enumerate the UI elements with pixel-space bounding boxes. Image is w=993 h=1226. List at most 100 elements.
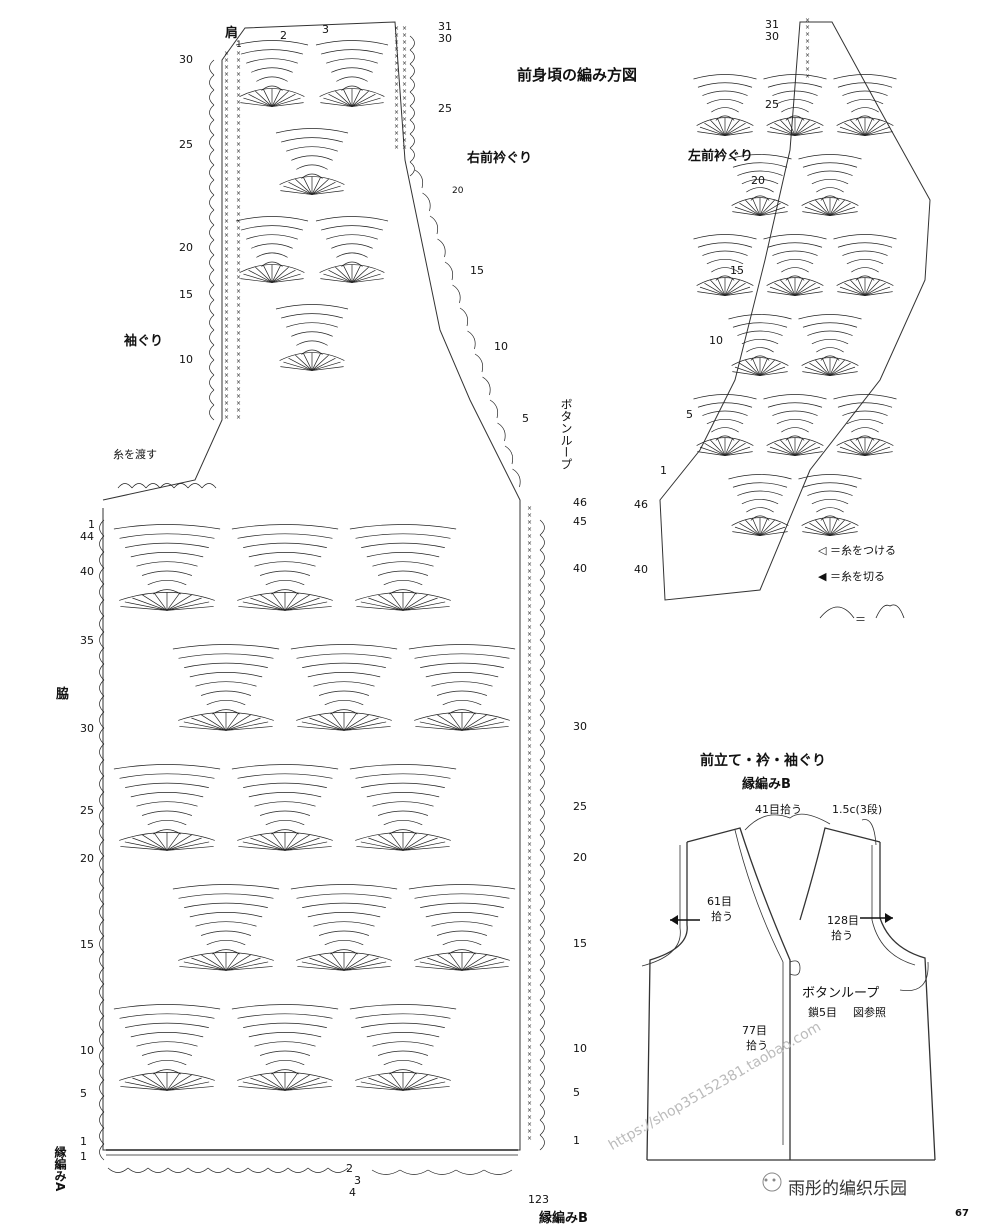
sc-stitch: × <box>224 204 229 211</box>
sc-stitch: × <box>527 736 532 743</box>
sc-stitch: × <box>527 848 532 855</box>
sc-stitch: × <box>527 897 532 904</box>
pineapple-arch <box>811 498 849 505</box>
scallop-edge <box>539 729 545 746</box>
front-body-outline <box>102 21 521 1151</box>
sc-stitch: × <box>224 78 229 85</box>
pineapple-arch <box>693 74 757 80</box>
fan-stroke <box>809 522 831 536</box>
row-label: 1 <box>660 464 667 477</box>
pineapple-arch <box>855 275 875 281</box>
sc-stitch: × <box>527 1135 532 1142</box>
scallop-edge <box>99 583 105 601</box>
pineapple-arch <box>842 90 888 96</box>
pineapple-arch <box>785 115 805 121</box>
fan-stroke <box>704 442 726 456</box>
fan-stroke <box>829 199 845 216</box>
sc-stitch: × <box>527 792 532 799</box>
fan-stroke <box>225 966 273 971</box>
scallop-edge <box>99 823 105 841</box>
fan-stroke <box>829 206 856 216</box>
fan-stroke <box>320 278 353 283</box>
fan-stroke <box>142 834 168 851</box>
fan-stroke <box>829 359 845 376</box>
pineapple-arch <box>728 314 792 320</box>
scallop-edge <box>99 1095 105 1113</box>
pineapple-arch <box>136 801 198 807</box>
fan-arch <box>178 712 274 721</box>
scallop-edge <box>399 1169 429 1175</box>
pineapple-arch <box>125 782 209 788</box>
pineapple-arch <box>420 662 504 668</box>
pineapple-arch <box>846 418 884 425</box>
fan-stroke <box>351 97 381 107</box>
sc-stitch: × <box>224 344 229 351</box>
row-label: 25 <box>573 800 587 813</box>
sc-stitch: × <box>805 52 810 59</box>
scallop-edge <box>409 105 415 121</box>
pineapple-arch <box>265 579 305 586</box>
fan-stroke <box>378 834 404 851</box>
row-label: 30 <box>438 32 452 45</box>
sc-stitch: × <box>394 74 399 81</box>
sc-stitch: × <box>236 337 241 344</box>
pineapple-arch <box>366 1032 440 1038</box>
fan-stroke <box>343 726 391 731</box>
fan-stroke <box>280 366 313 371</box>
fan-stroke <box>461 966 509 971</box>
fan-stroke <box>461 721 505 731</box>
pineapple-arch <box>420 902 504 908</box>
pineapple-arch <box>711 427 739 433</box>
fan-stroke <box>311 353 321 371</box>
fan-stroke <box>284 846 332 851</box>
scallop-edge <box>422 192 431 212</box>
fan-stroke <box>415 966 463 971</box>
sc-stitch: × <box>236 274 241 281</box>
schematic-band <box>641 845 681 967</box>
sc-stitch: × <box>236 197 241 204</box>
fan-stroke <box>704 282 726 296</box>
fan-stroke <box>311 178 329 195</box>
pineapple-arch <box>431 921 493 927</box>
left-front-outline <box>659 21 931 601</box>
pineapple-arch <box>750 515 770 521</box>
pineapple-arch <box>414 893 510 899</box>
fan-stroke <box>461 726 509 731</box>
pineapple-arch <box>119 533 215 539</box>
fan-stroke <box>242 601 286 611</box>
fan-stroke <box>829 526 856 536</box>
sc-stitch: × <box>224 169 229 176</box>
scallop-edge <box>539 819 545 836</box>
pineapple-arch <box>286 146 338 152</box>
sc-stitch: × <box>394 144 399 151</box>
sc-stitch: × <box>236 351 241 358</box>
fan-stroke <box>132 1077 168 1091</box>
sc-stitch: × <box>527 568 532 575</box>
pineapple-arch <box>178 653 274 659</box>
pineapple-arch <box>275 304 349 310</box>
row-label: 20 <box>80 852 94 865</box>
fan-arch <box>119 832 215 841</box>
fan-stroke <box>402 1086 450 1091</box>
sc-stitch: × <box>224 57 229 64</box>
fan-stroke <box>829 371 858 376</box>
fan-stroke <box>724 438 733 456</box>
sc-stitch: × <box>805 24 810 31</box>
pineapple-arch <box>377 1050 429 1056</box>
fan-stroke <box>804 526 831 536</box>
sc-stitch: × <box>394 53 399 60</box>
sc-stitch: × <box>527 687 532 694</box>
scallop-edge <box>99 1031 105 1049</box>
fan-stroke <box>822 358 831 376</box>
scallop-edge <box>409 119 415 135</box>
fan-stroke <box>724 286 751 296</box>
fan-stroke <box>745 359 761 376</box>
fan-stroke <box>225 961 269 971</box>
scallop-edge <box>209 254 215 271</box>
pineapple-arch <box>318 690 370 696</box>
fan-stroke <box>295 178 313 195</box>
pineapple-arch <box>750 195 770 201</box>
row-label: 40 <box>80 565 94 578</box>
fan-stroke <box>769 286 796 296</box>
fan-stroke <box>864 451 893 456</box>
